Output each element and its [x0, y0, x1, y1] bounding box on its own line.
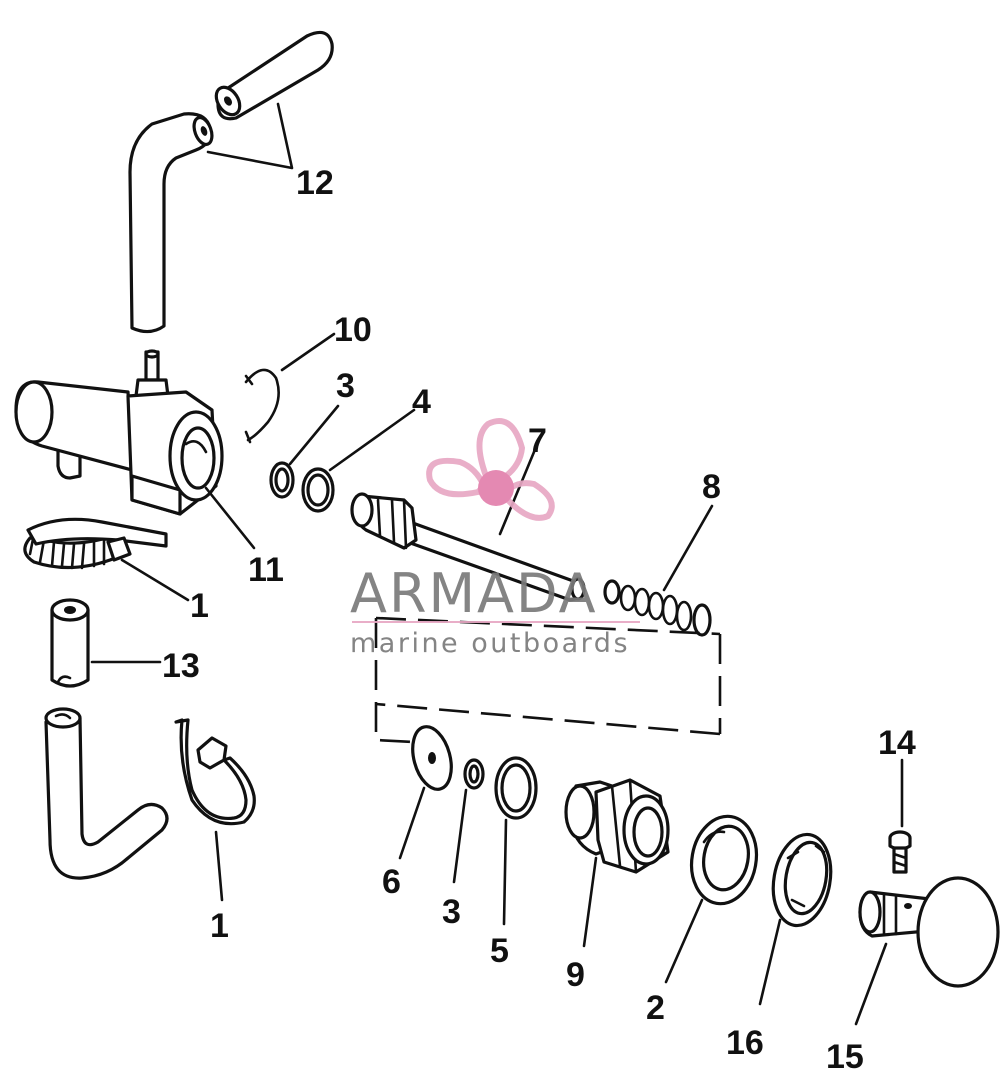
callout-3-lower: 3 [442, 893, 461, 931]
callout-5: 5 [490, 932, 509, 970]
part-14-screw [888, 758, 912, 874]
leader-5 [502, 818, 508, 926]
part-1-clamp-lower [174, 718, 256, 902]
callout-6: 6 [382, 863, 401, 901]
leader-3b [452, 788, 468, 884]
callout-8: 8 [702, 468, 721, 506]
leader-4 [328, 408, 416, 472]
callout-10: 10 [334, 311, 372, 349]
hose-elbow-lower [44, 707, 169, 880]
part-3-o-ring-upper [269, 404, 340, 499]
leader-15 [854, 942, 888, 1026]
callout-12: 12 [296, 164, 334, 202]
part-11-housing [14, 349, 256, 550]
part-10-retaining-ring [244, 332, 336, 444]
callout-1-lower: 1 [210, 907, 229, 945]
leader-16 [758, 918, 782, 1006]
callout-9: 9 [566, 956, 585, 994]
watermark: ARMADA marine outboards [350, 418, 640, 659]
part-8-spring [603, 504, 714, 637]
leader-9 [582, 856, 598, 948]
part-7-plunger [350, 450, 586, 602]
part-13-hose-short [50, 598, 162, 688]
leader-2 [664, 898, 704, 984]
callout-11: 11 [248, 551, 284, 589]
leader-8 [662, 504, 714, 592]
leader-11 [204, 486, 256, 550]
part-9-fitting [564, 778, 670, 948]
leader-7 [498, 450, 536, 536]
part-2-gasket [664, 814, 759, 984]
hose-bent [128, 112, 214, 334]
callout-14: 14 [878, 724, 916, 762]
callout-15: 15 [826, 1038, 864, 1076]
propeller-logo-icon [426, 418, 555, 521]
callout-13: 13 [162, 647, 200, 685]
watermark-brand: ARMADA [350, 562, 598, 625]
part-1-clamp-upper [23, 517, 190, 602]
kit-bracket-dashed [374, 616, 722, 744]
part-6-washer [398, 725, 453, 860]
part-5-o-ring [494, 756, 538, 926]
callout-4: 4 [412, 383, 431, 421]
callout-2: 2 [646, 989, 665, 1027]
part-4-o-ring [301, 408, 416, 513]
leader-6 [398, 786, 426, 860]
leader-12 [206, 102, 294, 170]
leader-3a [288, 404, 340, 466]
leader-10 [280, 332, 336, 372]
callout-labels: 12 10 3 4 7 8 11 1 13 1 14 6 3 5 9 2 16 … [162, 164, 916, 1076]
part-3-o-ring-lower [452, 758, 485, 884]
part-16-lock-nut [758, 832, 833, 1006]
callout-16: 16 [726, 1024, 764, 1062]
callout-1-upper: 1 [190, 587, 209, 625]
hose-straight [214, 30, 334, 121]
watermark-tagline: marine outboards [350, 628, 630, 659]
leader-1b [214, 830, 224, 902]
part-12-hoses [128, 30, 334, 334]
callout-3-upper: 3 [336, 367, 355, 405]
part-15-knob [854, 876, 1000, 1026]
callout-7: 7 [528, 422, 547, 460]
leader-1a [120, 558, 190, 602]
